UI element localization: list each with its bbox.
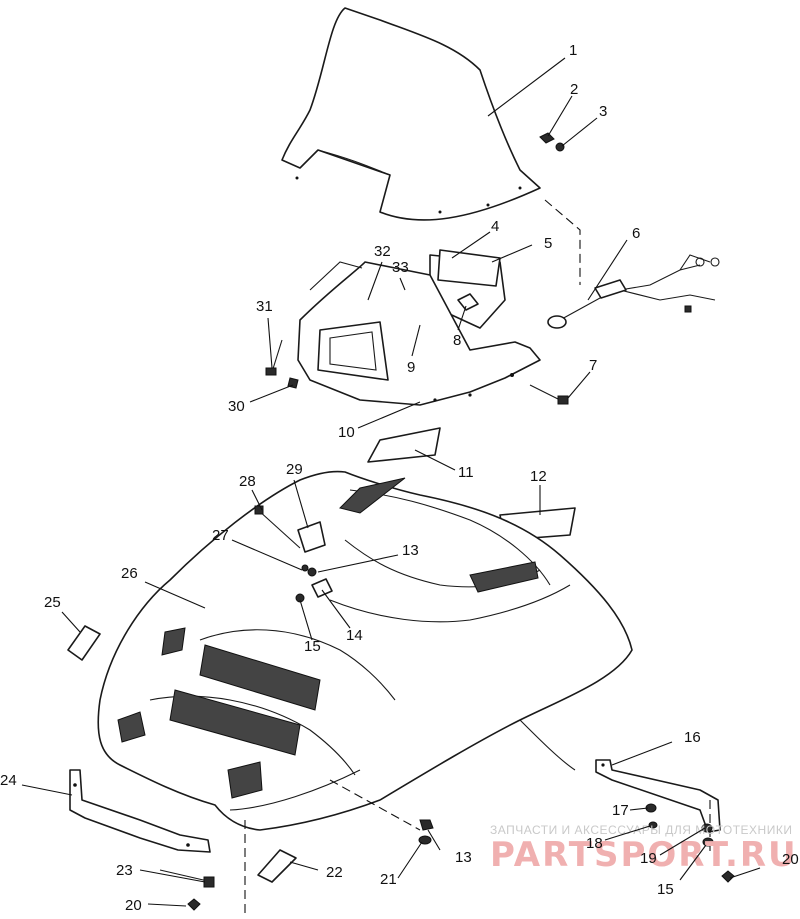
callout-4: 4 xyxy=(491,218,499,235)
callout-33: 33 xyxy=(392,259,409,276)
callout-8: 8 xyxy=(453,332,461,349)
callout-18: 18 xyxy=(586,835,603,852)
washer-18 xyxy=(648,821,658,829)
alignment-line xyxy=(544,199,581,285)
callout-27: 27 xyxy=(212,527,229,544)
clip-20-right xyxy=(721,870,735,883)
washer-21 xyxy=(418,835,432,845)
pad-25 xyxy=(67,625,101,661)
hood-bracket-24 xyxy=(69,769,211,853)
callout-15-lower: 15 xyxy=(657,881,674,898)
hood-26 xyxy=(97,470,633,831)
callout-11: 11 xyxy=(458,464,474,481)
screw-31 xyxy=(265,339,283,376)
headlight-pan-10 xyxy=(297,261,541,406)
callout-23: 23 xyxy=(116,862,133,879)
callout-22: 22 xyxy=(326,864,343,881)
pan-edge xyxy=(309,261,363,291)
callout-25: 25 xyxy=(44,594,61,611)
watermark-brand: PARTSPORT.RU xyxy=(490,835,798,875)
callout-16: 16 xyxy=(684,729,701,746)
bolt-28 xyxy=(254,505,301,549)
clip-14 xyxy=(311,578,333,598)
callout-13-lower: 13 xyxy=(455,849,472,866)
callout-32: 32 xyxy=(374,243,391,260)
callout-26: 26 xyxy=(121,565,138,582)
nut-27 xyxy=(301,564,309,572)
wiring-harness-6 xyxy=(547,254,720,329)
washer-19 xyxy=(701,823,713,833)
alignment-line-lower xyxy=(329,779,421,831)
windshield xyxy=(281,7,541,221)
washer-15 xyxy=(295,593,305,603)
callout-21: 21 xyxy=(380,871,397,888)
nut-13-lower xyxy=(419,819,434,831)
callout-9: 9 xyxy=(407,359,415,376)
clip-20-left xyxy=(187,898,201,911)
screw-2 xyxy=(539,132,555,144)
screw-7 xyxy=(529,384,569,405)
callout-31: 31 xyxy=(256,298,273,315)
callout-20-left: 20 xyxy=(125,897,142,914)
callout-28: 28 xyxy=(239,473,256,490)
callout-7: 7 xyxy=(589,357,597,374)
callout-1: 1 xyxy=(569,42,577,59)
callout-3: 3 xyxy=(599,103,607,120)
callout-15: 15 xyxy=(304,638,321,655)
callout-24: 24 xyxy=(0,772,17,789)
leader-lines xyxy=(21,57,761,907)
callout-19: 19 xyxy=(640,850,657,867)
watermark-tagline: ЗАПЧАСТИ И АКСЕССУАРЫ ДЛЯ МОТОТЕХНИКИ xyxy=(490,823,792,837)
washer-13 xyxy=(307,567,317,577)
callout-13: 13 xyxy=(402,542,419,559)
callout-20-right: 20 xyxy=(782,851,799,868)
callout-17: 17 xyxy=(612,802,629,819)
callout-6: 6 xyxy=(632,225,640,242)
callout-29: 29 xyxy=(286,461,303,478)
callout-10: 10 xyxy=(338,424,355,441)
bulb-8 xyxy=(457,293,479,311)
callout-30: 30 xyxy=(228,398,245,415)
hood-bracket-16 xyxy=(595,759,721,833)
callout-5: 5 xyxy=(544,235,552,252)
headlight-4 xyxy=(437,249,501,287)
callout-2: 2 xyxy=(570,81,578,98)
washer-3 xyxy=(555,142,565,152)
callout-12: 12 xyxy=(530,468,547,485)
callout-14: 14 xyxy=(346,627,363,644)
pad-22 xyxy=(257,849,297,883)
bracket-29 xyxy=(297,521,326,553)
nut-15-lower xyxy=(702,837,714,847)
